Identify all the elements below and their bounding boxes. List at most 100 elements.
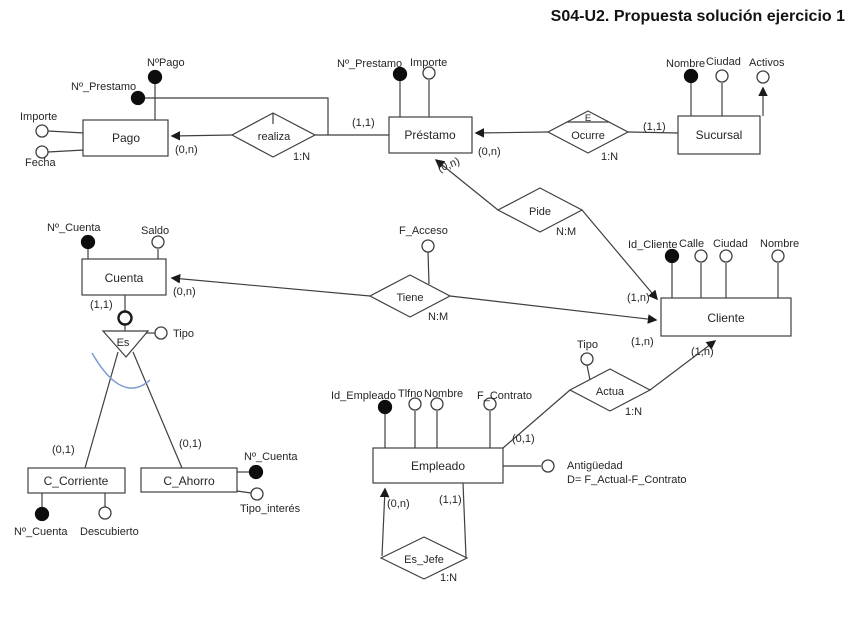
line-realiza-to-pago-arrow [170,131,233,141]
attr-label-actua-tipo: Tipo [577,339,598,351]
attr-circle-cliente-nombre [771,249,785,263]
line-actua-to-cliente-arrow [649,340,717,391]
ratio-tiene: N:M [428,311,448,323]
attr-circle-pago-importe [35,124,49,138]
empleado-derived-note: D= F_Actual-F_Contrato [567,474,687,486]
page-title: S04-U2. Propuesta solución ejercicio 1 [551,8,845,25]
attr-label-cliente-nombre: Nombre [760,238,799,250]
attr-circle-pago-fecha [35,145,49,159]
attr-circle-pago-nopago-key [147,69,163,85]
ratio-actua: 1:N [625,406,642,418]
attr-label-prestamo-importe: Importe [410,57,447,69]
attr-circle-cliente-idcliente-key [664,248,680,264]
ratio-pide: N:M [556,226,576,238]
attr-label-isa-tipo: Tipo [173,328,194,340]
attr-circle-empleado-idempleado-key [377,399,393,415]
relationship-esjefe [379,536,469,580]
attr-label-pago-importe: Importe [20,111,57,123]
stem-actua-tipo [586,364,591,381]
line-isa-to-ccorriente [84,351,119,469]
attr-circle-cliente-ciudad [719,249,733,263]
card-ocurre-prestamo: (0,n) [478,146,501,158]
relationship-tiene [368,274,452,318]
attr-label-sucursal-nombre: Nombre [666,58,705,70]
attr-circle-sucursal-ciudad [715,69,729,83]
card-tiene-cliente: (1,n) [631,336,654,348]
ratio-ocurre: 1:N [601,151,618,163]
attr-circle-actua-tipo [580,352,594,366]
relationship-actua-label: Actua [596,386,625,398]
isa-label: Es [117,337,130,349]
attr-label-ccorriente-descubierto: Descubierto [80,526,139,538]
attr-circle-tiene-facceso [421,239,435,253]
attr-circle-empleado-fcontrato [483,397,497,411]
entity-empleado-label: Empleado [411,459,465,473]
line-pide-to-prestamo-arrow [434,159,499,211]
relationship-pide-label: Pide [529,206,551,218]
line-ocurre-to-prestamo-arrow [474,128,549,138]
attr-circle-prestamo-noprestamo-key [392,66,408,82]
line-tiene-to-cuenta-arrow [170,273,371,297]
attr-circle-prestamo-importe [422,66,436,80]
line-attr-noprestamo-pago-link [145,97,329,135]
attr-label-cahorro-nocuenta: Nº_Cuenta [244,451,298,463]
entity-prestamo-label: Préstamo [404,128,456,142]
card-isa-cuenta: (1,1) [90,299,113,311]
ratio-esjefe: 1:N [440,572,457,584]
line-pide-to-cliente-arrow [581,209,658,301]
entity-cliente [660,297,792,337]
line-actua-to-empleado [502,389,571,449]
card-esjefe-subordinado: (0,n) [387,498,410,510]
card-isa-cahorro: (0,1) [179,438,202,450]
attr-circle-sucursal-activos [756,70,770,84]
attr-circle-sucursal-nombre-key [683,68,699,84]
relationship-realiza [230,112,317,158]
attr-circle-cahorro-nocuenta-key [248,464,264,480]
attr-circle-empleado-nombre [430,397,444,411]
entity-cahorro [140,467,238,493]
entity-sucursal-label: Sucursal [696,128,743,142]
entity-cahorro-label: C_Ahorro [163,474,215,488]
stem-cahorro-tipointeres [236,490,252,494]
attr-circle-cuenta-nocuenta-key [80,234,96,250]
entity-ccorriente-label: C_Corriente [44,474,109,488]
entity-prestamo [388,116,473,154]
attr-label-sucursal-activos: Activos [749,57,785,69]
attr-label-pago-fecha: Fecha [25,157,56,169]
card-esjefe-jefe: (1,1) [439,494,462,506]
entity-ccorriente [27,467,126,494]
entity-cuenta-label: Cuenta [105,271,144,285]
attr-label-empleado-idempleado: Id_Empleado [331,390,396,402]
card-actua-empleado: (0,1) [512,433,535,445]
isa-triangle [101,330,150,358]
relationship-pide [496,187,584,233]
card-pide-prestamo: (0,n) [436,155,461,175]
stem-tiene-facceso [427,251,430,285]
line-ocurre-to-sucursal [627,131,679,134]
line-esjefe-to-empleado-arrow [379,487,390,557]
card-pide-cliente: (1,n) [627,292,650,304]
line-isa-to-cahorro [132,351,183,469]
attr-label-tiene-facceso: F_Acceso [399,225,448,237]
attr-label-cliente-idcliente: Id_Cliente [628,239,678,251]
attr-label-cuenta-nocuenta: Nº_Cuenta [47,222,101,234]
attr-label-cuenta-saldo: Saldo [141,225,169,237]
stem-pago-importe [47,130,85,134]
attr-label-empleado-antiguedad: Antigüedad [567,460,623,472]
relationship-tiene-label: Tiene [396,292,423,304]
attr-label-pago-nopago: NºPago [147,57,185,69]
entity-sucursal [677,115,761,155]
attr-circle-cuenta-saldo [151,235,165,249]
line-tiene-to-cliente-arrow [449,295,658,324]
entity-pago-label: Pago [112,131,140,145]
card-ocurre-sucursal: (1,1) [643,121,666,133]
attr-circle-pago-noprestamo-key [130,90,146,106]
attr-label-empleado-tlfno: Tlfno [398,388,422,400]
relationship-realiza-label: realiza [258,131,291,143]
entity-cliente-label: Cliente [707,311,745,325]
entity-empleado [372,447,504,484]
attr-label-sucursal-ciudad: Ciudad [706,56,741,68]
attr-circle-empleado-tlfno [408,397,422,411]
attr-circle-cahorro-tipointeres [250,487,264,501]
